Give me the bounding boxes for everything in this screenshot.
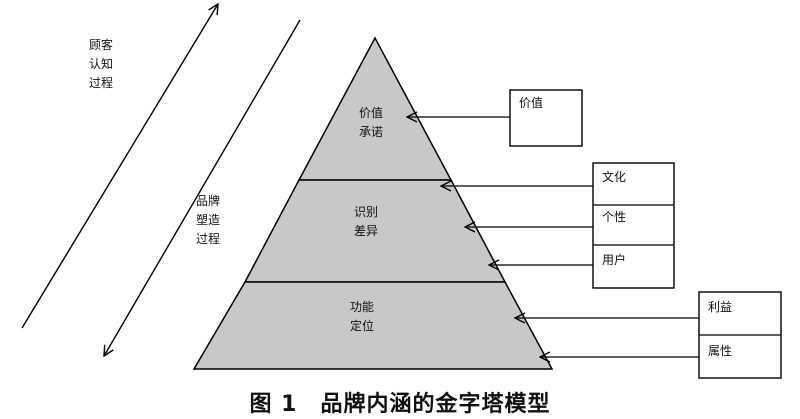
- identity-box-group: [592, 162, 675, 289]
- identify-difference-label: 识别 差异: [353, 205, 378, 238]
- value-promise-label: 价值 承诺: [358, 106, 383, 139]
- brand-building-label: 品牌 塑造 过程: [195, 194, 220, 246]
- value-box: [509, 89, 583, 147]
- function-position-label: 功能 定位: [349, 300, 374, 333]
- benefit-box-label: 利益: [708, 300, 733, 314]
- pyramid-bottom-layer: [192, 281, 554, 370]
- customer-cognition-arrow: [21, 4, 218, 329]
- culture-box-label: 文化: [602, 170, 627, 184]
- figure-caption: 图 1 品牌内涵的金字塔模型: [249, 392, 551, 417]
- personality-box-label: 个性: [602, 210, 627, 224]
- customer-cognition-label: 顾客 认知 过程: [88, 38, 113, 90]
- user-box-label: 用户: [602, 253, 627, 267]
- brand-building-arrow: [104, 19, 301, 356]
- attribute-box-label: 属性: [708, 344, 733, 358]
- value-box-label: 价值: [519, 96, 544, 110]
